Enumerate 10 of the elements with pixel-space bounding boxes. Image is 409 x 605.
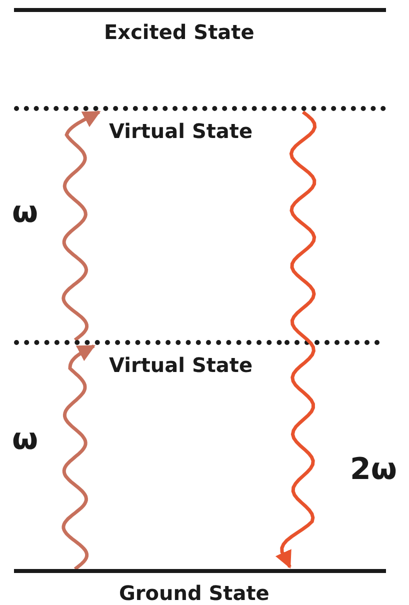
- wavy-arrow: [62, 110, 101, 342]
- wavy-arrow: [62, 344, 96, 570]
- level-label: Virtual State: [109, 353, 253, 377]
- level-label: Virtual State: [109, 119, 253, 143]
- edge-label: 2ω: [350, 455, 397, 485]
- level-label: Excited State: [104, 20, 254, 44]
- edge-label: ω: [12, 198, 38, 228]
- level-label: Ground State: [119, 581, 270, 605]
- wavy-arrow: [275, 110, 317, 569]
- edge-label: ω: [12, 425, 38, 455]
